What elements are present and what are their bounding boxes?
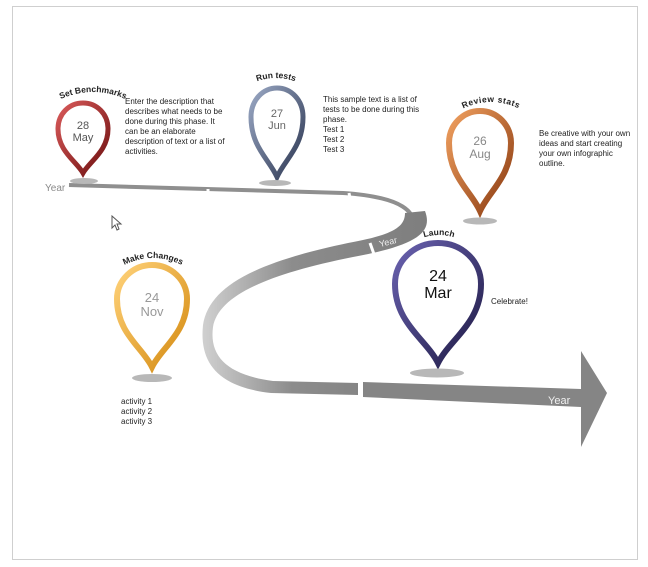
location-pin-icon: 24 Nov <box>113 261 191 374</box>
milestone-day: 28 <box>76 120 90 132</box>
milestone-description: Enter the description that describes wha… <box>125 97 225 156</box>
milestone-month: Jun <box>268 119 286 132</box>
road-segment-curve <box>202 211 427 395</box>
milestone-month: Mar <box>424 284 452 302</box>
pin-shadow <box>132 374 172 382</box>
milestone-day: 24 <box>429 268 447 285</box>
milestone-description: This sample text is a list of tests to b… <box>323 95 420 154</box>
pin-shadow <box>259 180 291 186</box>
milestone-title-make-changes: Make Changes <box>121 250 185 267</box>
milestone-title-run-tests: Run tests <box>255 70 298 83</box>
milestone-month: May <box>72 131 94 144</box>
milestone-day: 24 <box>144 290 160 305</box>
pin-shadow <box>410 368 464 378</box>
milestone-month: Aug <box>469 146 491 161</box>
milestone-day: 26 <box>473 134 487 148</box>
year-label-start: Year <box>45 183 66 194</box>
location-pin-icon: 24 Mar <box>391 239 485 370</box>
milestone-description: activity 1 activity 2 activity 3 <box>121 397 153 426</box>
milestone-description: Be creative with your own ideas and star… <box>539 129 631 168</box>
svg-text:Launch: Launch <box>422 227 456 239</box>
svg-text:Run tests: Run tests <box>255 70 298 83</box>
milestone-title-set-benchmarks: Set Benchmarks <box>58 84 129 101</box>
location-pin-icon: 26 Aug <box>445 107 515 219</box>
milestone-title-launch: Launch <box>422 227 456 239</box>
year-label-arrow: Year <box>548 395 571 407</box>
location-pin-icon: 28 May <box>54 100 112 178</box>
milestone-title-review-stats: Review stats <box>460 94 521 110</box>
milestone-day: 27 <box>270 108 284 120</box>
road-arrow <box>363 351 607 447</box>
location-pin-icon: 27 Jun <box>247 85 307 184</box>
timeline-road <box>68 183 607 447</box>
svg-text:Set Benchmarks: Set Benchmarks <box>58 84 129 101</box>
mouse-pointer-icon <box>111 215 123 231</box>
milestone-description: Celebrate! <box>491 297 528 306</box>
pin-shadow <box>70 178 98 184</box>
pin-shadow <box>463 217 497 225</box>
timeline-slide: Year Year Year Set Benchmarks 28 <box>12 6 638 560</box>
milestone-month: Nov <box>140 303 164 319</box>
